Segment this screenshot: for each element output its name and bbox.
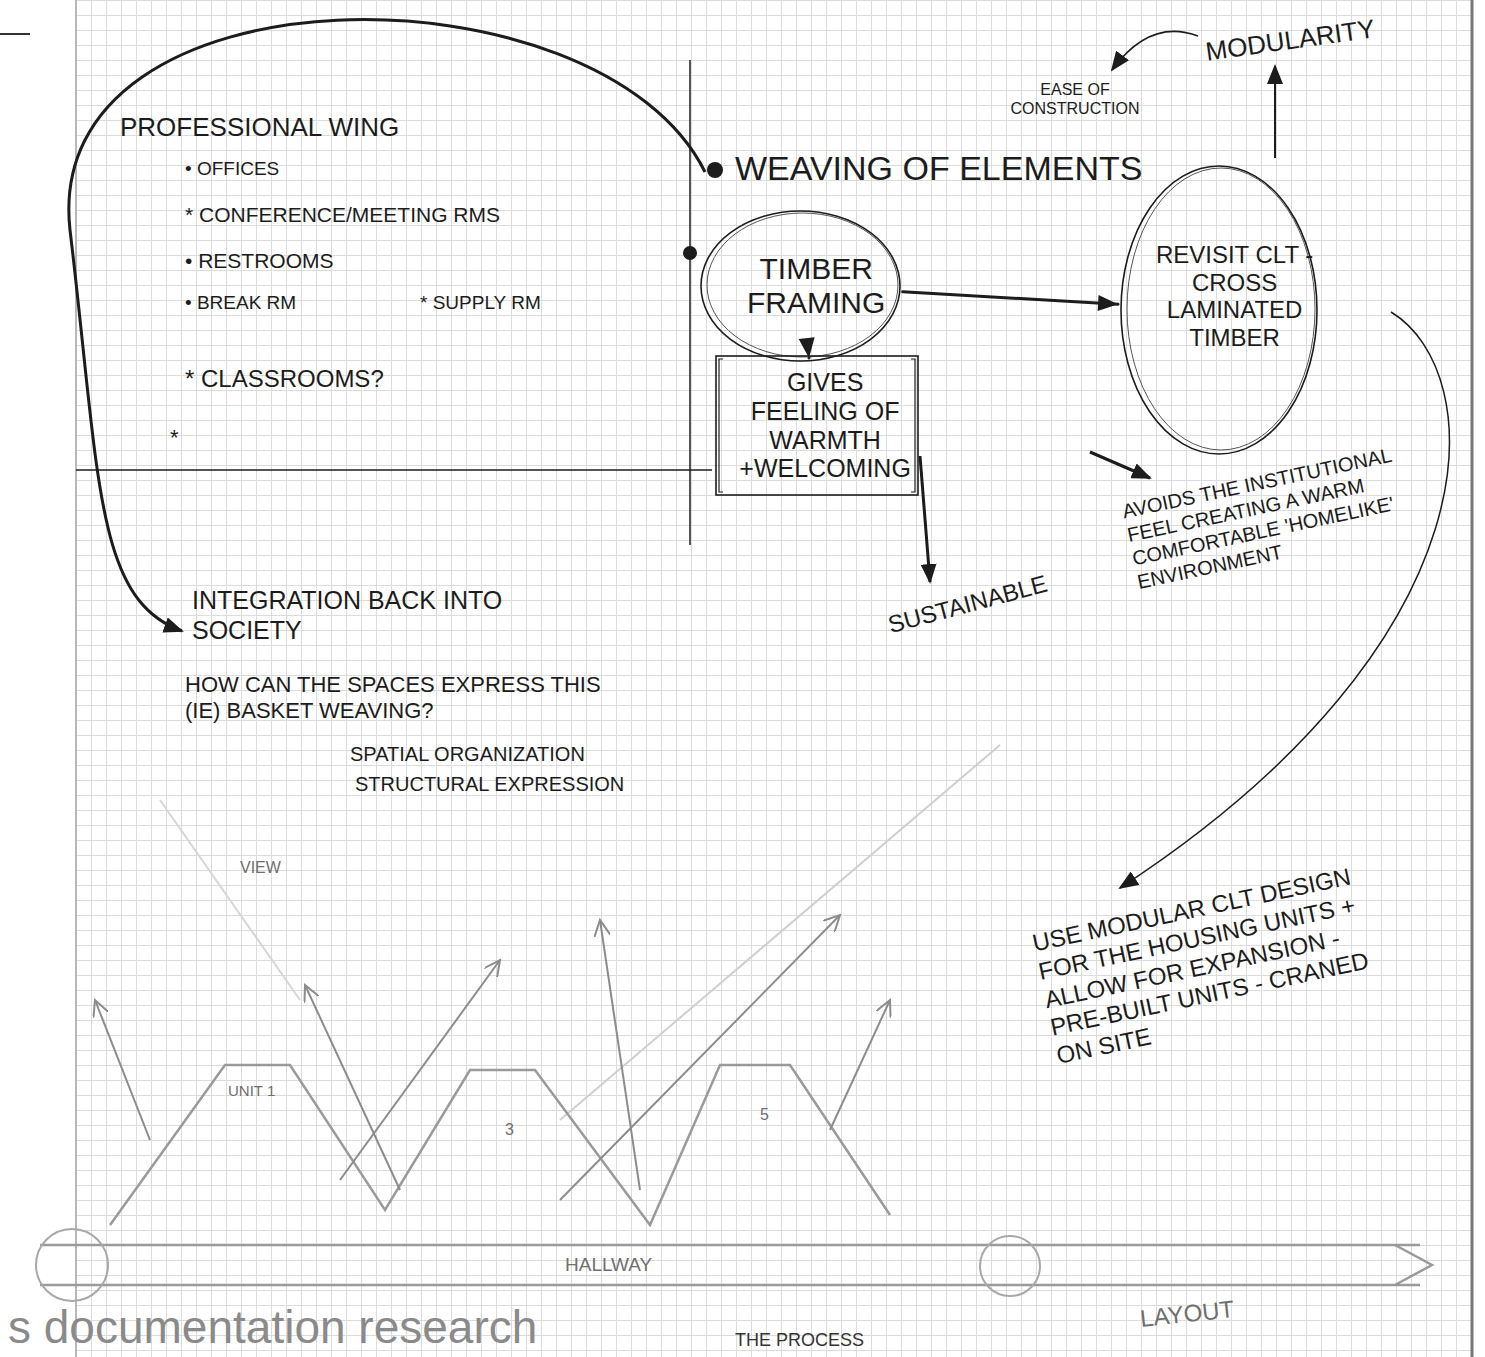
leader-arrow bbox=[1274, 66, 1276, 158]
view-arrow bbox=[95, 1000, 150, 1140]
handwritten-note: HOW CAN THE SPACES EXPRESS THIS (IE) BAS… bbox=[185, 672, 625, 725]
node-label: GIVES FEELING OF WARMTH +WELCOMING bbox=[731, 368, 919, 483]
pencil-stroke bbox=[160, 800, 300, 1000]
divider-line bbox=[689, 60, 691, 545]
handwritten-note: HALLWAY bbox=[565, 1254, 652, 1277]
handwritten-note: * SUPPLY RM bbox=[420, 292, 541, 315]
corner-tick bbox=[0, 33, 30, 35]
hallway-line bbox=[40, 1244, 1420, 1247]
hallway-arrow bbox=[1395, 1245, 1432, 1285]
arrow-connector bbox=[799, 337, 815, 358]
ellipse-node: TIMBER FRAMING bbox=[700, 210, 901, 362]
section-title: THE PROCESS bbox=[735, 1330, 864, 1352]
leader-arrow bbox=[1112, 31, 1198, 70]
handwritten-note: INTEGRATION BACK INTO SOCIETY bbox=[192, 585, 572, 645]
handwritten-note: SPATIAL ORGANIZATION bbox=[350, 742, 585, 766]
node-label: TIMBER FRAMING bbox=[731, 252, 901, 321]
leader-arrow bbox=[1090, 452, 1150, 478]
node-text-group: REVISIT CLT - CROSS LAMINATED TIMBER bbox=[1151, 241, 1318, 351]
view-arrow bbox=[830, 1000, 890, 1130]
hallway-line bbox=[40, 1284, 1420, 1287]
page-edge bbox=[1471, 0, 1474, 1357]
ellipse-outline bbox=[1121, 166, 1317, 454]
node-text-group: TIMBER FRAMING bbox=[731, 252, 901, 321]
handwritten-note: STRUCTURAL EXPRESSION bbox=[355, 772, 624, 796]
arrow-head bbox=[799, 337, 815, 358]
page-margin bbox=[75, 0, 77, 1357]
handwritten-note: * CONFERENCE/MEETING RMS bbox=[185, 202, 500, 227]
hallway-node bbox=[980, 1236, 1040, 1296]
bracket-box: GIVES FEELING OF WARMTH +WELCOMING bbox=[715, 355, 919, 496]
arrow-connector bbox=[903, 292, 1118, 311]
handwritten-note: * CLASSROOMS? bbox=[185, 365, 384, 394]
connector-line bbox=[903, 292, 1118, 304]
arrow-head bbox=[1098, 295, 1118, 311]
view-arrow bbox=[305, 985, 400, 1190]
bullet-dot bbox=[707, 162, 723, 178]
box-outline bbox=[716, 356, 918, 495]
handwritten-note: UNIT 1 bbox=[228, 1082, 275, 1100]
leader-arrow bbox=[69, 20, 705, 631]
handwritten-note: 5 bbox=[760, 1105, 769, 1124]
hallway-node bbox=[36, 1229, 108, 1301]
handwritten-note: EASE OF CONSTRUCTION bbox=[1000, 80, 1150, 118]
node-text-group: GIVES FEELING OF WARMTH +WELCOMING bbox=[731, 368, 919, 483]
handwritten-note: • BREAK RM bbox=[185, 292, 296, 315]
view-arrow bbox=[560, 915, 840, 1200]
ellipse-outline bbox=[701, 211, 900, 361]
handwritten-note: WEAVING OF ELEMENTS bbox=[735, 148, 1142, 189]
ellipse-outline bbox=[707, 213, 898, 357]
handwritten-note: • RESTROOMS bbox=[185, 248, 334, 273]
leader-arrow bbox=[920, 456, 930, 582]
unit-zigzag bbox=[110, 1065, 890, 1225]
handwritten-note: VIEW bbox=[240, 858, 281, 877]
handwritten-note: • OFFICES bbox=[185, 158, 279, 181]
view-arrow bbox=[340, 960, 500, 1180]
divider-line bbox=[76, 469, 712, 471]
bullet-dot bbox=[683, 246, 697, 260]
handwritten-note: PROFESSIONAL WING bbox=[120, 112, 399, 143]
ellipse-node: REVISIT CLT - CROSS LAMINATED TIMBER bbox=[1120, 165, 1318, 455]
handwritten-note: 3 bbox=[505, 1120, 514, 1139]
view-arrow bbox=[600, 920, 640, 1190]
page-footer-text: s documentation research bbox=[8, 1300, 537, 1355]
handwritten-note: * bbox=[170, 425, 179, 451]
node-label: REVISIT CLT - CROSS LAMINATED TIMBER bbox=[1151, 241, 1318, 351]
leader-arrow bbox=[1120, 312, 1449, 888]
